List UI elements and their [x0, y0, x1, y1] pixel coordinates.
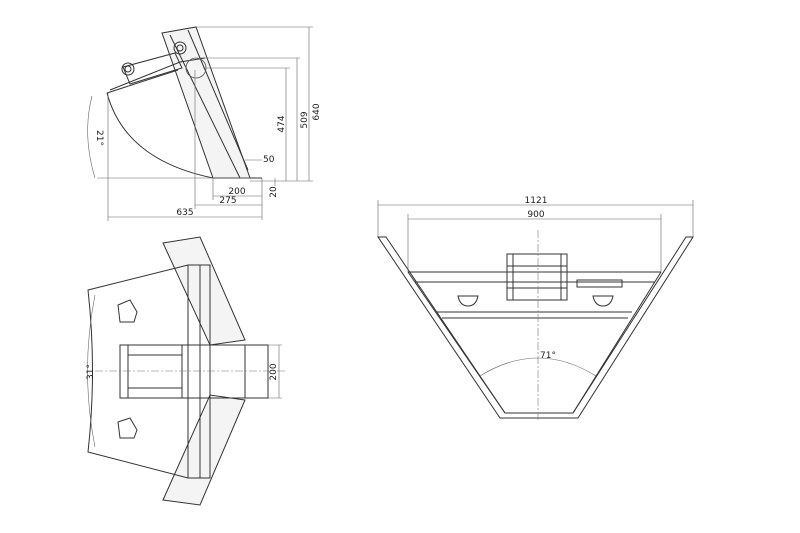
bucket-top	[106, 57, 206, 94]
top-view: 31° 200	[86, 236, 285, 506]
dim-200: 200	[228, 187, 245, 197]
dim-509: 509	[300, 111, 310, 128]
lug-arm	[122, 52, 183, 85]
dim-474: 474	[277, 115, 287, 132]
bucket-body	[87, 264, 211, 479]
side-view: 640 509 474 50 20 200 275 635 21°	[87, 26, 322, 221]
angle-21: 21°	[94, 130, 104, 146]
dim-275: 275	[219, 196, 236, 206]
arm-plate	[161, 26, 251, 179]
front-view: 1121 900 71°	[377, 196, 694, 420]
dim-900: 900	[527, 210, 544, 220]
bucket-curve	[106, 92, 214, 179]
dim-20: 20	[269, 186, 279, 198]
dim-200-top: 200	[269, 363, 279, 380]
dim-1121: 1121	[525, 196, 548, 206]
angle-31: 31°	[86, 364, 96, 380]
dim-50: 50	[263, 155, 275, 165]
angle-71: 71°	[540, 351, 556, 361]
outer-outline	[377, 236, 694, 419]
dim-635: 635	[176, 208, 193, 218]
dim-640: 640	[312, 103, 322, 120]
